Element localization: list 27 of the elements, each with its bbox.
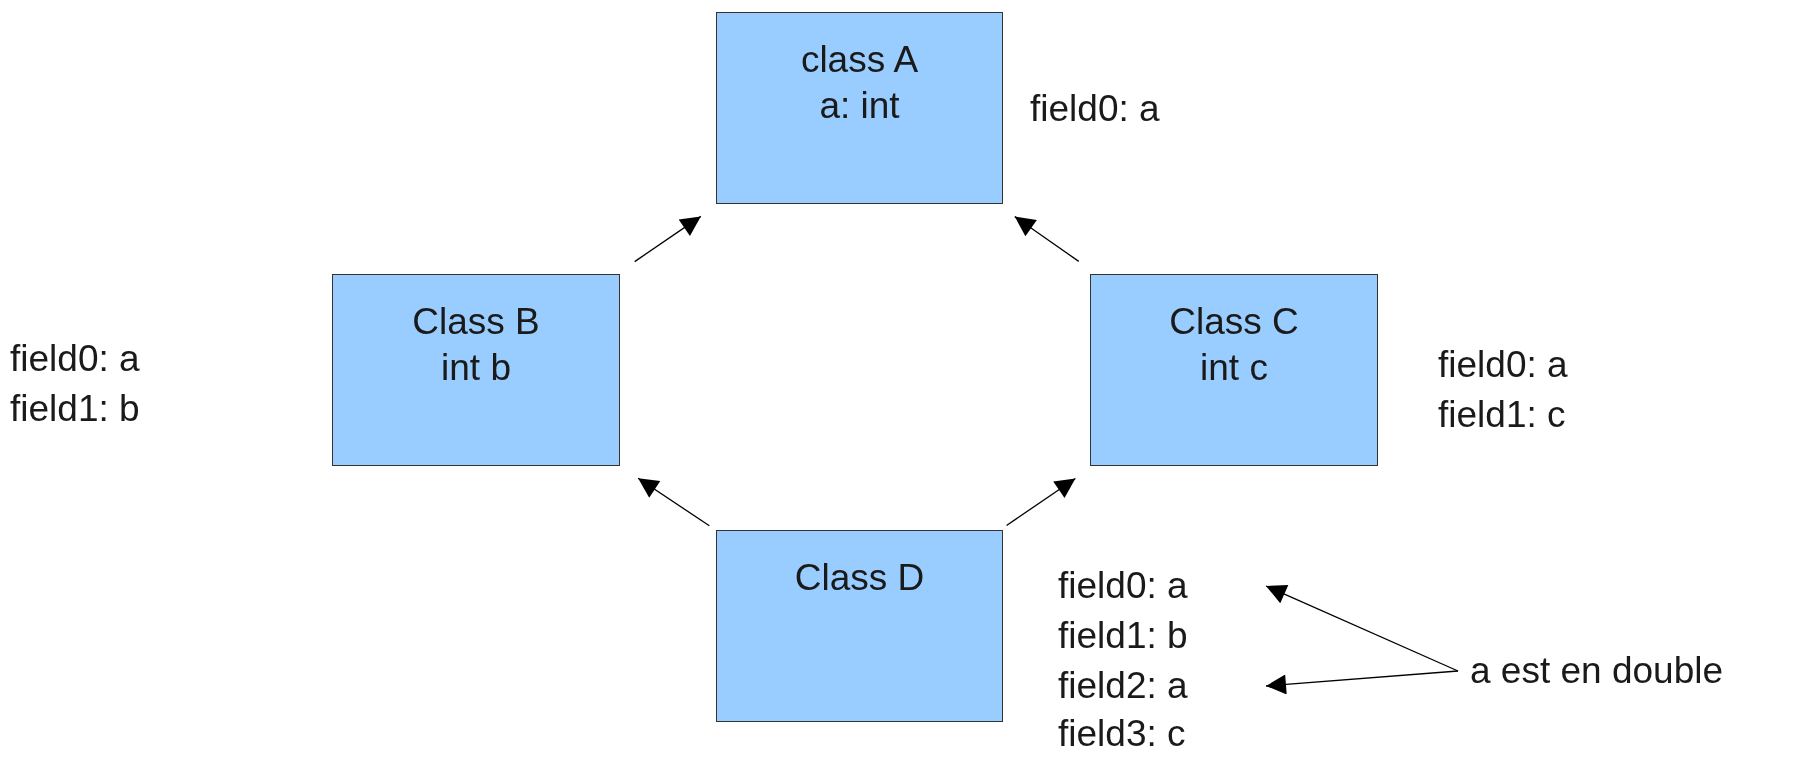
class-name: Class C <box>1169 300 1299 344</box>
field-label: field1: c <box>1438 393 1567 437</box>
arrow <box>1005 477 1077 527</box>
class-field: int c <box>1200 345 1268 391</box>
field-label: field3: c <box>1058 712 1186 756</box>
arrow <box>637 477 710 527</box>
field-label: field0: a <box>10 337 140 381</box>
note-text: a est en double <box>1470 649 1724 693</box>
arrow <box>1265 584 1459 672</box>
class-name: class A <box>800 38 919 82</box>
field-label: field0: a <box>1438 343 1568 387</box>
class-box <box>1090 274 1378 466</box>
class-box <box>716 12 1003 204</box>
field-label: field1: b <box>10 387 140 431</box>
class-name: Class B <box>412 300 540 344</box>
arrow <box>634 215 702 263</box>
arrow <box>1014 215 1080 263</box>
field-label: field2: a <box>1058 664 1188 708</box>
field-label: field0: a <box>1030 87 1160 131</box>
field-label: field0: a <box>1058 564 1188 608</box>
field-label: field1: b <box>1058 614 1188 658</box>
class-field: int b <box>441 345 511 391</box>
arrow <box>1265 670 1459 695</box>
class-field: a: int <box>819 83 900 129</box>
class-name: Class D <box>794 556 925 600</box>
class-box <box>332 274 620 466</box>
class-box <box>716 530 1003 722</box>
